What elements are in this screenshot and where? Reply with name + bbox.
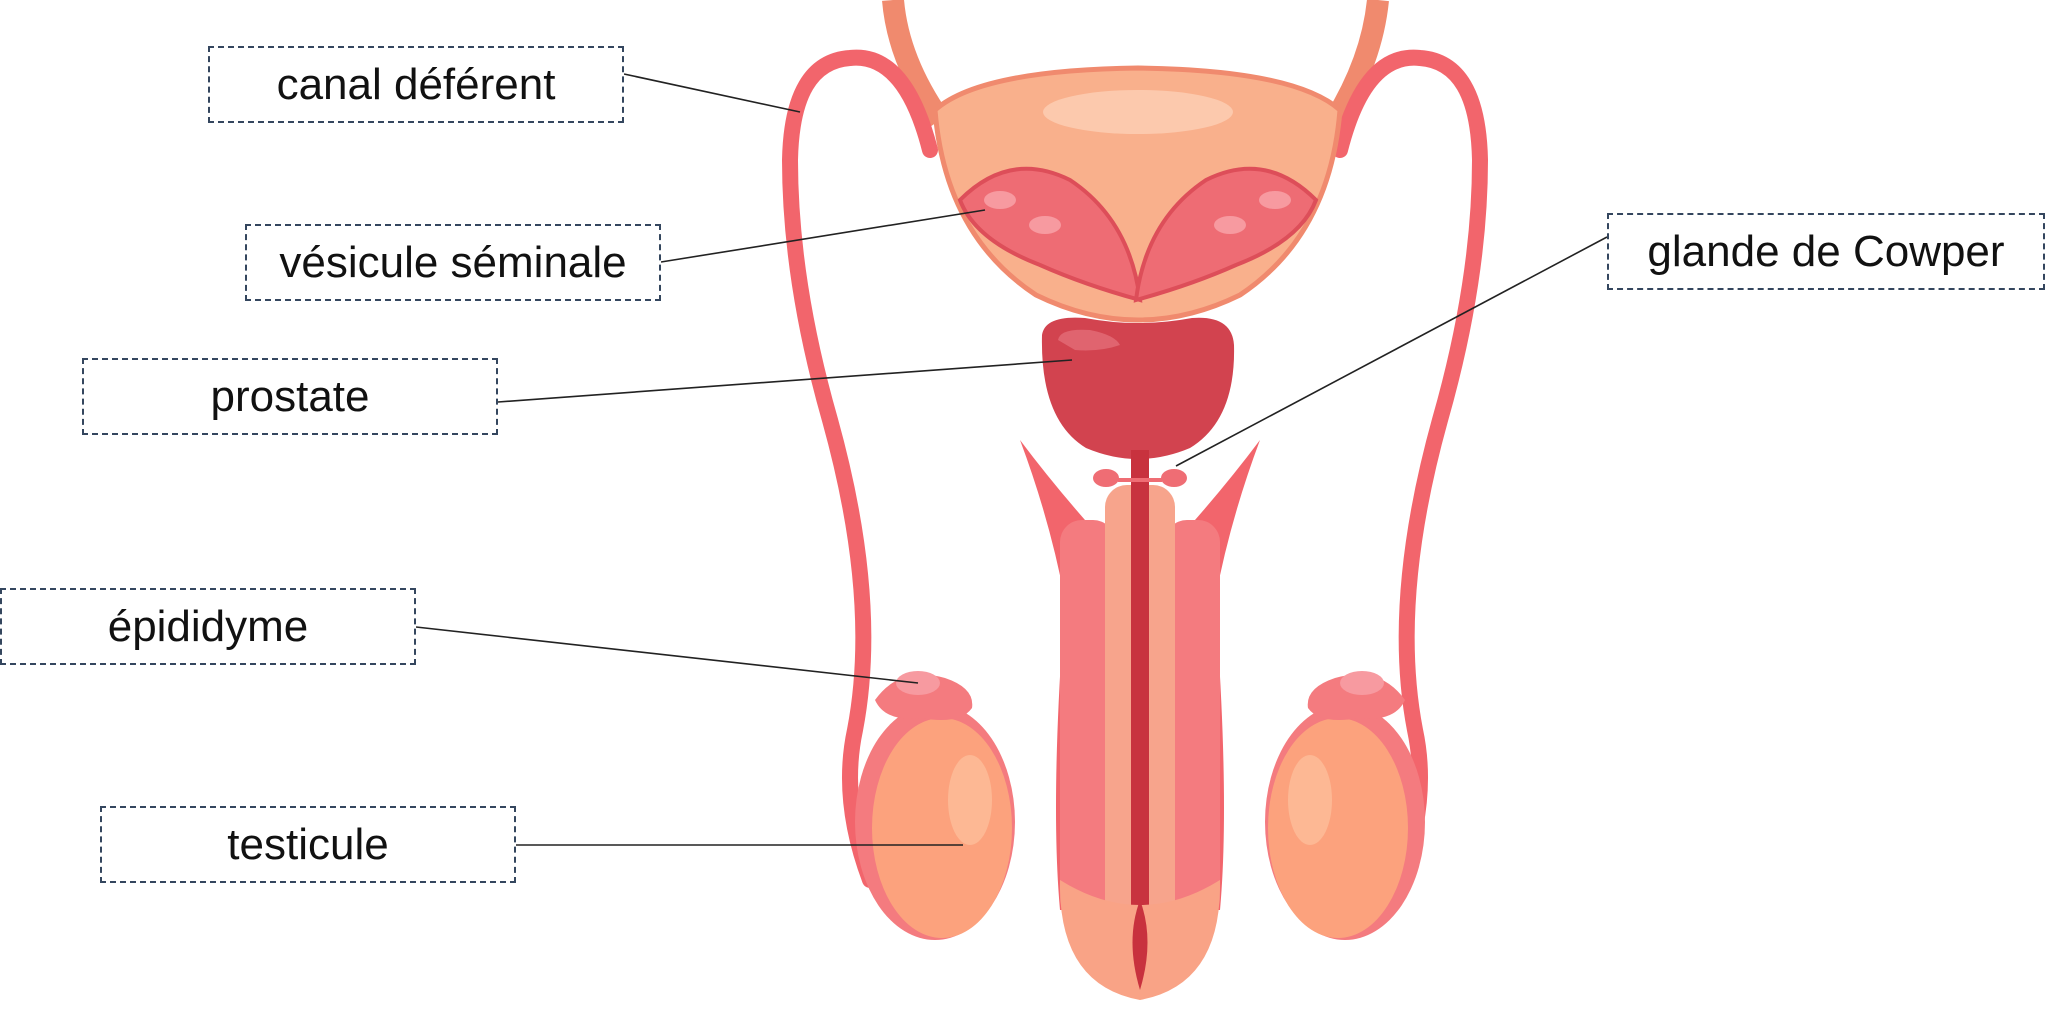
prostate [1041,317,1235,459]
label-epididyme: épididyme [0,588,416,665]
vas-deferens-left [781,49,938,888]
label-canal-deferent: canal déférent [208,46,624,123]
ureter-right [1325,0,1389,126]
testis-left [855,704,1015,940]
seminal-vesicles [957,166,1319,303]
epididymis-left [875,671,973,721]
leader-line-vesicule [660,209,986,263]
epididymis-right [1307,671,1405,721]
leader-line-epididyme [415,626,919,684]
label-prostate: prostate [82,358,498,435]
label-vesicule-seminale: vésicule séminale [245,224,661,301]
leader-line-cowper [1175,236,1608,467]
leader-line-canal [623,73,801,113]
label-glande-de-cowper: glande de Cowper [1607,213,2045,290]
testis-right [1265,704,1425,940]
vas-deferens-right [1332,49,1489,888]
ureter-left [882,0,950,127]
penis [1020,440,1260,1000]
label-testicule: testicule [100,806,516,883]
leader-line-prostate [497,359,1073,403]
prostate-highlight [1058,329,1120,351]
bladder-highlight [1043,90,1233,134]
cowper-glands [1093,469,1187,487]
